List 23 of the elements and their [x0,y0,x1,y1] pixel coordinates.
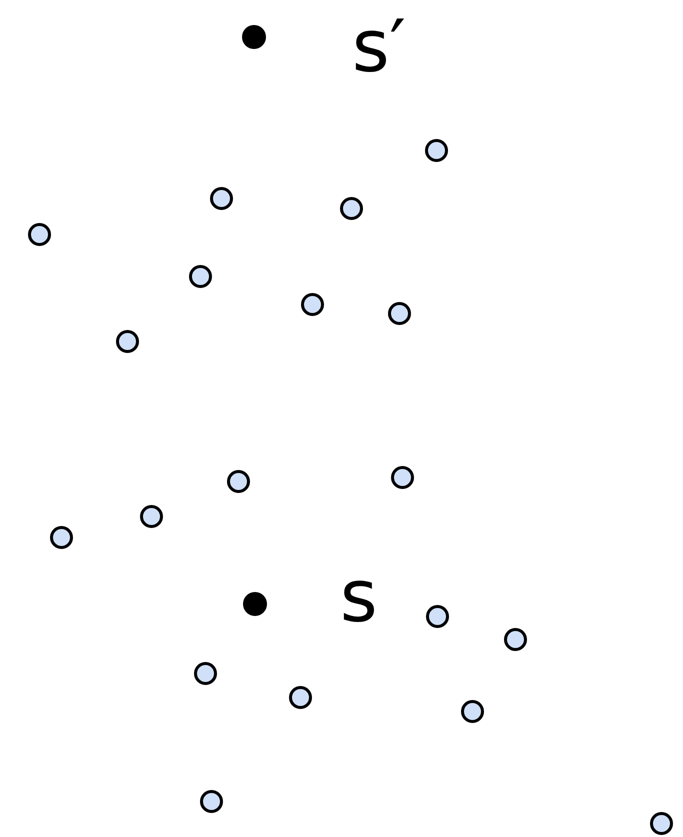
point-circle [226,470,250,492]
point-circle [188,264,212,288]
point-circle [140,504,162,528]
point-dot [242,25,266,49]
point-circle [210,186,232,210]
point-dot [243,592,267,616]
point-circle [200,790,222,812]
point-label: s [340,560,378,632]
point-circle [650,812,672,834]
point-label: s′ [352,10,406,82]
point-circle [340,196,362,220]
point-circle [300,292,324,316]
point-circle [460,700,484,722]
point-circle [116,330,138,352]
point-circle [388,302,410,324]
point-circle [390,466,414,488]
point-circle [50,526,72,548]
point-circle [28,222,50,246]
point-circle [194,662,216,684]
point-circle [424,138,448,162]
point-circle [504,628,526,650]
point-circle [426,604,448,628]
point-circle [288,686,312,708]
